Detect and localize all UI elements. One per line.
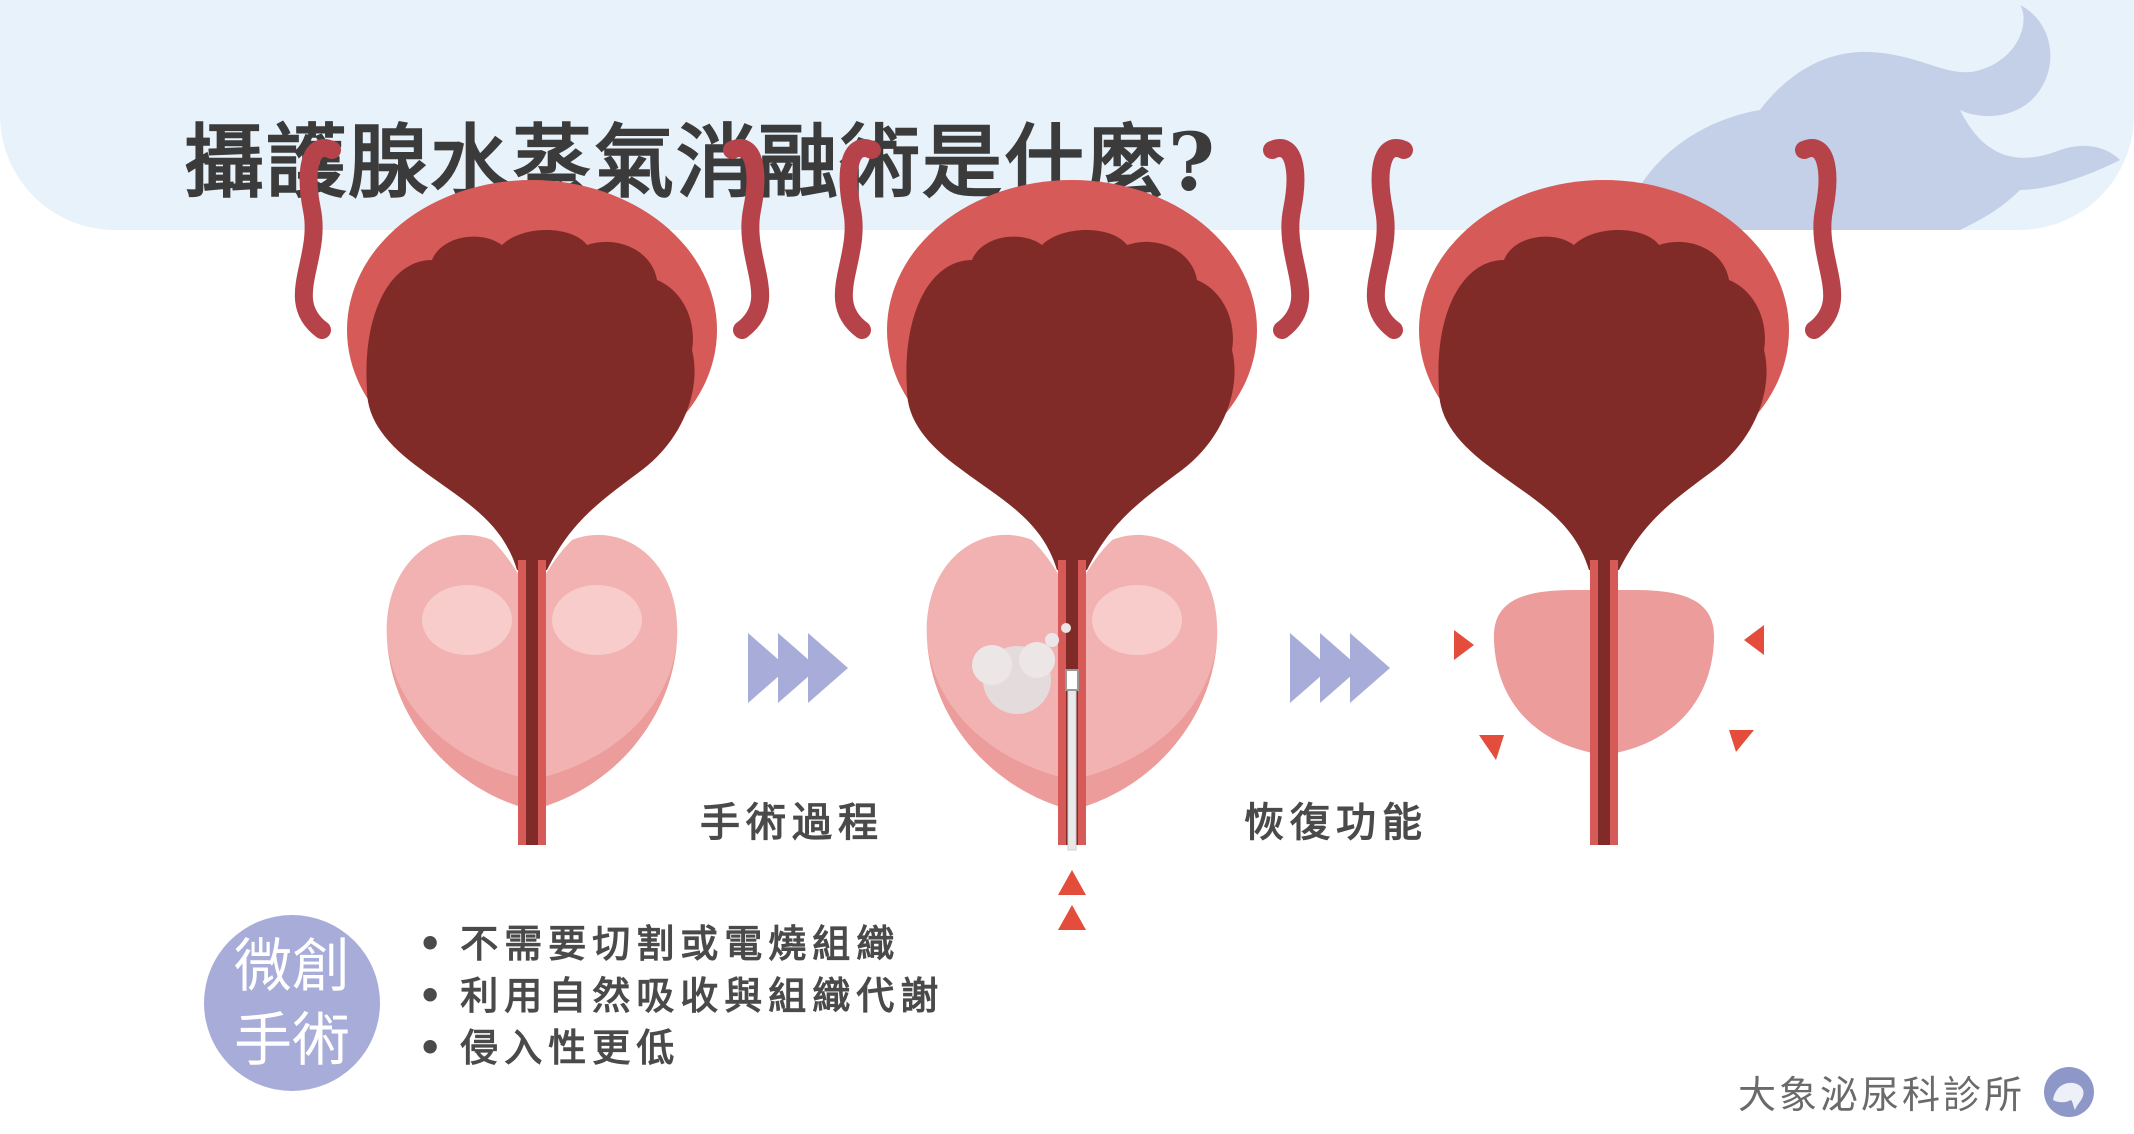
- benefit-item: 不需要切割或電燒組織: [418, 918, 944, 970]
- steam-icon: [972, 623, 1071, 714]
- triangle-icon: [1479, 735, 1504, 760]
- elephant-logo-icon: [2044, 1066, 2095, 1117]
- clinic-name: 大象泌尿科診所: [1738, 1073, 2026, 1117]
- step-label-surgery: 手術過程: [700, 800, 884, 846]
- minimally-invasive-badge: 微創 手術: [204, 915, 380, 1091]
- triangle-icon: [1454, 630, 1474, 660]
- step-label-recovery: 恢復功能: [1244, 800, 1428, 846]
- badge-line-1: 微創: [233, 932, 350, 1000]
- benefit-item: 利用自然吸收與組織代謝: [418, 970, 944, 1022]
- catheter-icon: [1067, 669, 1077, 851]
- benefit-item: 侵入性更低: [418, 1022, 944, 1074]
- badge-line-2: 手術: [233, 1006, 350, 1074]
- bladder-after: [1376, 148, 1832, 845]
- arrow-icon: [1290, 633, 1390, 703]
- benefit-list: 不需要切割或電燒組織 利用自然吸收與組織代謝 侵入性更低: [418, 918, 944, 1074]
- elephant-icon: [1620, 5, 2120, 230]
- arrow-icon: [748, 633, 848, 703]
- triangle-icon: [1744, 625, 1764, 655]
- triangle-up-icon: [1058, 905, 1086, 930]
- clinic-footer: 大象泌尿科診所: [1738, 1064, 2095, 1119]
- bladder-during: [844, 148, 1300, 930]
- triangle-icon: [1729, 730, 1754, 752]
- triangle-up-icon: [1058, 870, 1086, 895]
- bladder-before: [304, 148, 760, 845]
